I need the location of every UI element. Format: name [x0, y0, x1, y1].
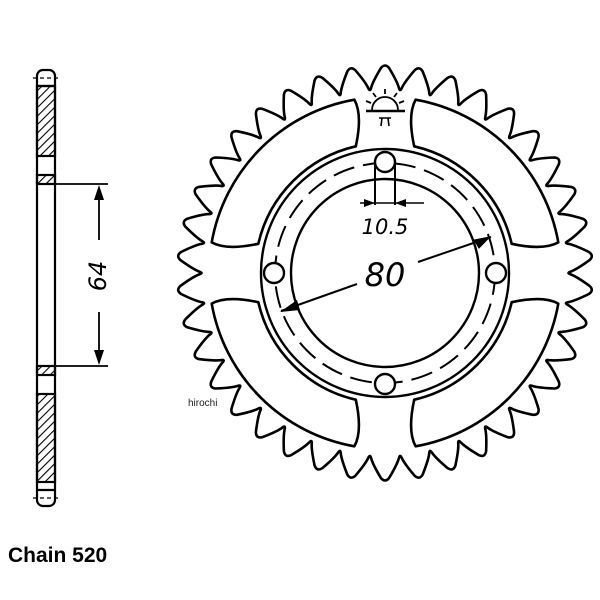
brand-logo — [365, 89, 405, 127]
hub-offset-dimension: 64 — [84, 261, 112, 292]
lightening-windows — [210, 98, 560, 448]
hub-outer-circle — [259, 147, 511, 399]
bolt-hole-bottom — [373, 372, 397, 396]
window-2 — [409, 98, 560, 249]
bolt-hole-left — [262, 261, 286, 285]
window-4 — [210, 297, 361, 448]
window-3 — [409, 297, 560, 448]
bolt-hole-top — [373, 150, 397, 174]
hub — [259, 147, 511, 399]
sprocket-teeth-outline — [176, 64, 594, 482]
bolt-hole-dimension: 10.5 — [362, 215, 409, 239]
bolt-hole-right — [484, 261, 508, 285]
center-bore-dimension: 80 — [365, 256, 406, 294]
center-bore — [289, 177, 481, 369]
chain-size-caption: Chain 520 — [8, 544, 107, 567]
window-1 — [210, 98, 361, 249]
watermark: hirochi — [188, 398, 217, 409]
side-profile — [33, 68, 108, 508]
